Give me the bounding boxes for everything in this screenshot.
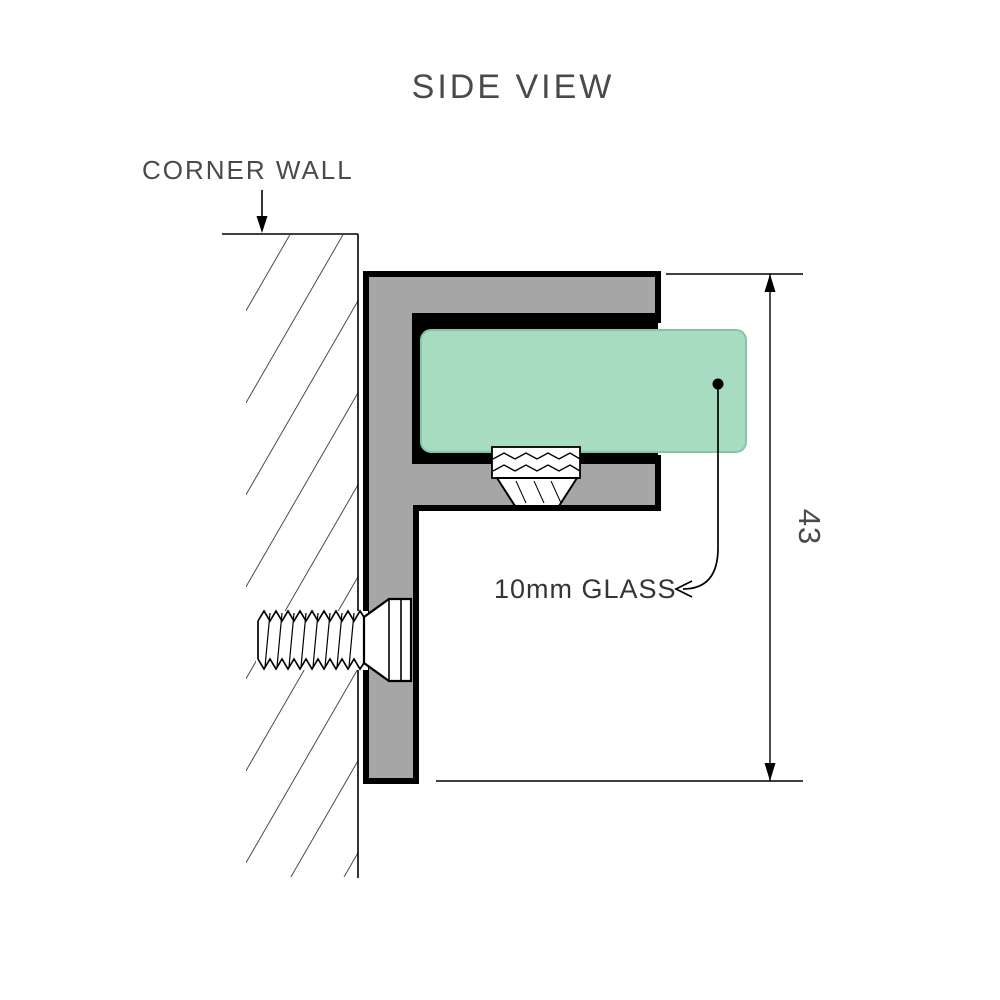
dimension-value: 43 — [792, 509, 827, 545]
glass-leader-line — [682, 384, 719, 590]
wall — [222, 233, 359, 878]
screw-thread-helix — [276, 612, 283, 668]
screw-thread-helix — [300, 612, 307, 668]
dimension-arrow-up-icon — [764, 274, 776, 292]
glass-label: 10mm GLASS — [494, 574, 677, 604]
corner-wall-label: CORNER WALL — [142, 155, 354, 185]
screw-head — [362, 597, 413, 683]
wall-screw — [256, 597, 413, 683]
dimension-arrow-down-icon — [764, 763, 776, 781]
grub-screw-tip-hatch — [515, 480, 527, 504]
screw-thread-helix — [348, 612, 355, 668]
screw-thread-helix — [312, 612, 319, 668]
screw-thread-helix — [264, 612, 271, 668]
grub-screw-tip-hatch — [533, 480, 545, 504]
screw-thread-bottom — [257, 657, 365, 671]
page-title: SIDE VIEW — [412, 68, 615, 106]
height-dimension: 43 — [436, 273, 827, 782]
grub-screw-threads — [491, 446, 581, 479]
grub-screw — [491, 446, 581, 507]
corner-wall-callout: CORNER WALL — [142, 155, 354, 233]
screw-thread-top — [257, 609, 365, 623]
glass-panel — [420, 329, 747, 453]
grub-screw-thread-line — [492, 464, 581, 472]
screw-thread-helix — [336, 612, 343, 668]
screw-thread-helix — [324, 612, 331, 668]
wall-hatching — [246, 235, 358, 877]
glass-leader-arrow-icon — [674, 580, 693, 598]
grub-screw-tip — [495, 477, 579, 507]
corner-wall-arrowhead-icon — [256, 216, 268, 233]
grub-screw-tip-hatch — [550, 480, 562, 504]
grub-screw-thread-line — [492, 452, 581, 460]
glass-callout: 10mm GLASS — [494, 378, 724, 604]
screw-thread-helix — [288, 612, 295, 668]
